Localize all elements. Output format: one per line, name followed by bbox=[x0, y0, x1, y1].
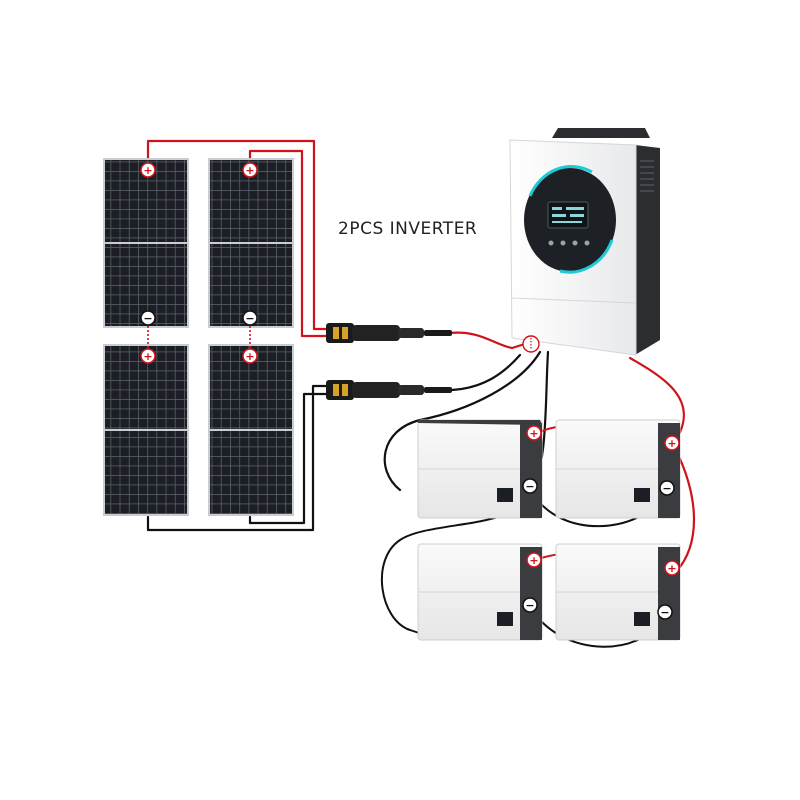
battery-bottom-right bbox=[555, 543, 681, 641]
mc4-connectors-negative bbox=[326, 380, 452, 400]
solar-panel-bottom-right bbox=[208, 344, 294, 516]
diagram-title: 2PCS INVERTER bbox=[338, 219, 477, 239]
svg-text:+: + bbox=[143, 350, 152, 363]
solar-panels bbox=[103, 158, 294, 516]
svg-text:+: + bbox=[245, 164, 254, 177]
svg-text:+: + bbox=[667, 437, 676, 450]
battery-top-right bbox=[555, 419, 681, 519]
battery-screen bbox=[634, 612, 650, 626]
positive-terminal-panel-3: + bbox=[140, 348, 156, 364]
positive-terminal-panel-2: + bbox=[242, 162, 258, 178]
svg-text:−: − bbox=[525, 480, 534, 493]
svg-text:+: + bbox=[529, 427, 538, 440]
negative-wire-to-inverter bbox=[450, 353, 522, 392]
negative-terminal-battery-1: − bbox=[522, 478, 538, 494]
mc4-connectors-positive bbox=[326, 323, 452, 343]
negative-terminal-panel-2: − bbox=[242, 310, 258, 326]
positive-terminal-battery-3: + bbox=[526, 552, 542, 568]
negative-terminal-battery-4: − bbox=[657, 604, 673, 620]
battery-top-left bbox=[417, 419, 543, 519]
negative-terminal-panel-1: − bbox=[140, 310, 156, 326]
positive-wire-panel-2 bbox=[248, 149, 330, 338]
negative-wire-panel-4 bbox=[248, 392, 330, 525]
negative-terminal-battery-2: − bbox=[659, 480, 675, 496]
positive-battery-link-vertical bbox=[674, 448, 696, 574]
inverter bbox=[509, 128, 660, 356]
positive-wire-panel-1 bbox=[146, 139, 330, 331]
positive-terminal-panel-1: + bbox=[140, 162, 156, 178]
svg-text:+: + bbox=[143, 164, 152, 177]
battery-screen bbox=[497, 488, 513, 502]
positive-terminal-battery-2: + bbox=[664, 435, 680, 451]
display-ring-glow bbox=[528, 165, 614, 274]
svg-text:−: − bbox=[662, 482, 671, 495]
positive-wire-to-inverter bbox=[448, 331, 530, 350]
battery-screen bbox=[497, 612, 513, 626]
svg-text:+: + bbox=[667, 562, 676, 575]
svg-text:−: − bbox=[143, 312, 152, 325]
positive-terminal-panel-4: + bbox=[242, 348, 258, 364]
svg-text:+: + bbox=[529, 554, 538, 567]
inverter-buttons bbox=[548, 240, 590, 246]
negative-terminal-battery-3: − bbox=[522, 597, 538, 613]
solar-panel-bottom-left bbox=[103, 344, 189, 516]
terminal-markers: + + + + − − + + + + − − − − bbox=[140, 162, 680, 620]
svg-text:−: − bbox=[660, 606, 669, 619]
battery-bank bbox=[417, 419, 681, 641]
positive-terminal-battery-1: + bbox=[526, 425, 542, 441]
svg-text:−: − bbox=[245, 312, 254, 325]
svg-text:−: − bbox=[525, 599, 534, 612]
positive-wire-inverter-to-battery bbox=[628, 356, 685, 442]
battery-screen bbox=[634, 488, 650, 502]
negative-wire-panel-3 bbox=[146, 384, 330, 532]
battery-bottom-left bbox=[417, 543, 543, 641]
solar-panel-top-left bbox=[103, 158, 189, 328]
svg-text:+: + bbox=[245, 350, 254, 363]
positive-terminal-battery-4: + bbox=[664, 560, 680, 576]
solar-panel-top-right bbox=[208, 158, 294, 328]
